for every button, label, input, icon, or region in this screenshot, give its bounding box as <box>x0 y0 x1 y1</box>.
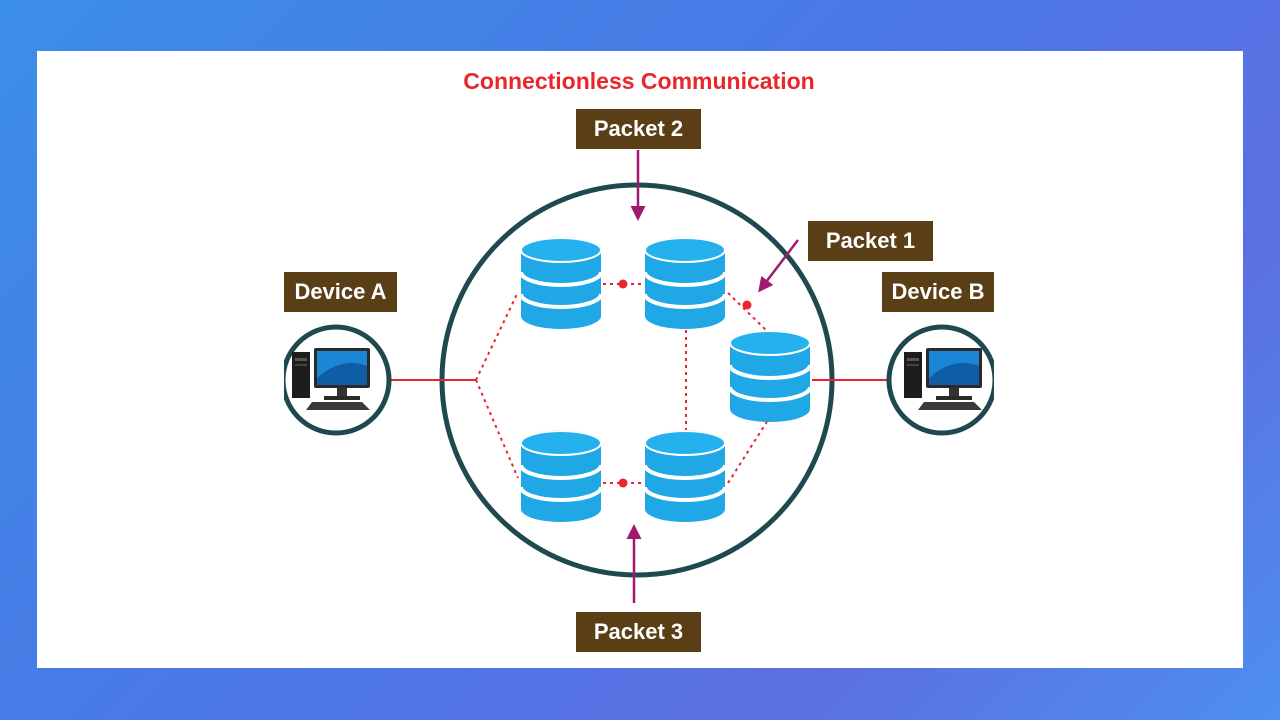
packet-3-label: Packet 3 <box>576 612 701 652</box>
database-icon <box>729 330 811 422</box>
routes <box>475 283 769 484</box>
database-icon <box>520 237 602 329</box>
packet-1-arrow <box>758 239 799 293</box>
device-b-label: Device B <box>882 272 994 312</box>
packet-dot-right <box>742 300 752 310</box>
device-a-label: Device A <box>284 272 397 312</box>
device-b <box>886 324 994 436</box>
database-icon <box>644 430 726 522</box>
packet-dot-top <box>618 279 628 289</box>
packet-dot-bottom <box>618 478 628 488</box>
diagram-card <box>37 51 1243 668</box>
packet-2-label: Packet 2 <box>576 109 701 149</box>
database-icon <box>520 430 602 522</box>
diagram-title: Connectionless Communication <box>463 68 815 94</box>
packet-1-label: Packet 1 <box>808 221 933 261</box>
device-a <box>284 324 392 436</box>
database-icon <box>644 237 726 329</box>
